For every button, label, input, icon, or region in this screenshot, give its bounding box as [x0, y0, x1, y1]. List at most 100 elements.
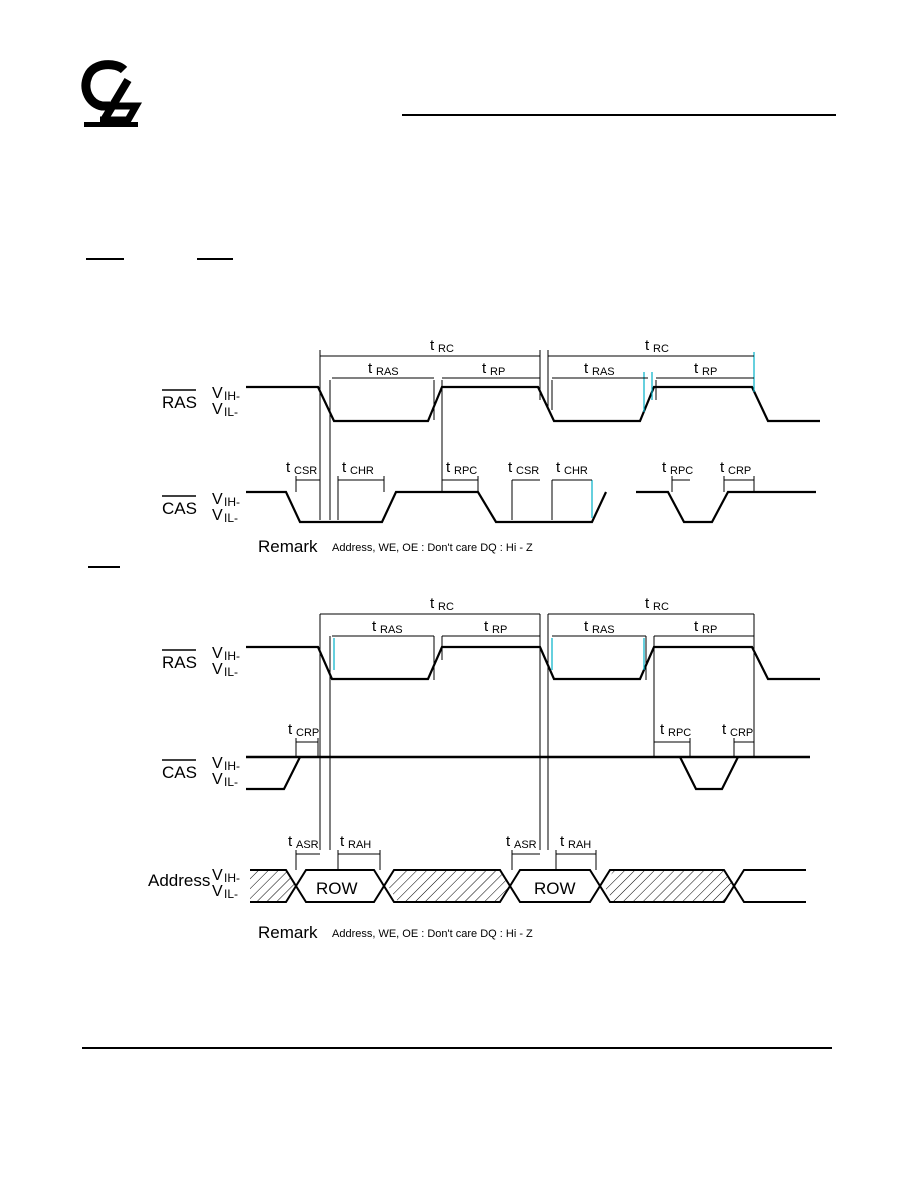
tasr-label: ASR — [296, 839, 319, 851]
tcsr-label: CSR — [516, 465, 539, 477]
trp-label: RP — [492, 624, 507, 636]
address-hatch — [250, 870, 296, 902]
remark-text: Address, WE, OE : Don't care DQ : Hi - Z — [332, 928, 533, 940]
tchr-label: CHR — [350, 465, 374, 477]
vih-label: V — [212, 491, 223, 508]
t-label: t — [660, 721, 665, 738]
t-label: t — [482, 360, 487, 377]
t-label: t — [662, 459, 667, 476]
tcrp-label: CRP — [728, 465, 751, 477]
remark-text: Address, WE, OE : Don't care DQ : Hi - Z — [332, 542, 533, 554]
trc-label: RC — [438, 343, 454, 355]
tchr-label: CHR — [564, 465, 588, 477]
tcrp-label: CRP — [730, 727, 753, 739]
overline-mark — [88, 566, 120, 568]
vih-sub-label: IH- — [224, 649, 240, 663]
t-label: t — [720, 459, 725, 476]
t-label: t — [446, 459, 451, 476]
vih-sub-label: IH- — [224, 495, 240, 509]
t-label: t — [288, 833, 293, 850]
vil-sub-label: IL- — [224, 775, 238, 789]
t-label: t — [340, 833, 345, 850]
vil-label: V — [212, 771, 223, 788]
t-label: t — [645, 337, 650, 354]
address-bus — [250, 869, 806, 903]
cas-waveform — [636, 490, 816, 524]
t-label: t — [342, 459, 347, 476]
vih-sub-label: IH- — [224, 759, 240, 773]
vih-label: V — [212, 385, 223, 402]
diagram-1 — [246, 350, 820, 524]
trpc-label: RPC — [668, 727, 691, 739]
vil-label: V — [212, 507, 223, 524]
t-label: t — [506, 833, 511, 850]
vih-label: V — [212, 755, 223, 772]
trp-label: RP — [702, 624, 717, 636]
cas-signal-label: CAS — [162, 763, 197, 782]
trah-label: RAH — [568, 839, 591, 851]
tras-label: RAS — [592, 366, 615, 378]
cas-waveform — [246, 756, 301, 791]
cg-logo-icon — [81, 60, 142, 127]
diagram-1-labels: RAS CAS V IH- V IL- V IH- V IL- t RC t R… — [162, 337, 751, 556]
trc-label: RC — [438, 601, 454, 613]
vil-sub-label: IL- — [224, 665, 238, 679]
tasr-label: ASR — [514, 839, 537, 851]
row-address-label: ROW — [534, 879, 576, 898]
t-label: t — [584, 618, 589, 635]
t-label: t — [484, 618, 489, 635]
tras-label: RAS — [592, 624, 615, 636]
cas-signal-label: CAS — [162, 499, 197, 518]
vih-sub-label: IH- — [224, 389, 240, 403]
row-address-label: ROW — [316, 879, 358, 898]
remark-label: Remark — [258, 537, 318, 556]
vih-sub-label: IH- — [224, 871, 240, 885]
trp-label: RP — [490, 366, 505, 378]
overline-mark — [197, 258, 233, 260]
tcsr-label: CSR — [294, 465, 317, 477]
address-signal-label: Address — [148, 871, 210, 890]
trp-label: RP — [702, 366, 717, 378]
trc-label: RC — [653, 343, 669, 355]
t-label: t — [430, 337, 435, 354]
t-label: t — [288, 721, 293, 738]
t-label: t — [694, 360, 699, 377]
vil-label: V — [212, 883, 223, 900]
address-hatch — [604, 870, 736, 902]
t-label: t — [372, 618, 377, 635]
vih-label: V — [212, 645, 223, 662]
cas-waveform — [679, 756, 739, 791]
tcrp-label: CRP — [296, 727, 319, 739]
cas-waveform — [246, 490, 607, 524]
header-rule — [402, 114, 836, 116]
t-label: t — [286, 459, 291, 476]
ras-waveform — [246, 385, 820, 423]
address-hatch — [388, 870, 512, 902]
t-label: t — [368, 360, 373, 377]
vil-label: V — [212, 401, 223, 418]
footer-rule — [82, 1047, 832, 1049]
vih-label: V — [212, 867, 223, 884]
t-label: t — [430, 595, 435, 612]
diagram-2 — [246, 613, 820, 903]
t-label: t — [556, 459, 561, 476]
t-label: t — [560, 833, 565, 850]
overline-mark — [86, 258, 124, 260]
vil-sub-label: IL- — [224, 405, 238, 419]
ras-signal-label: RAS — [162, 393, 197, 412]
trc-label: RC — [653, 601, 669, 613]
t-label: t — [722, 721, 727, 738]
ras-signal-label: RAS — [162, 653, 197, 672]
t-label: t — [645, 595, 650, 612]
trpc-label: RPC — [670, 465, 693, 477]
diagram-2-labels: RAS CAS Address V IH- V IL- V IH- V IL- … — [148, 595, 753, 942]
t-label: t — [508, 459, 513, 476]
vil-label: V — [212, 661, 223, 678]
remark-label: Remark — [258, 923, 318, 942]
trpc-label: RPC — [454, 465, 477, 477]
tras-label: RAS — [380, 624, 403, 636]
tras-label: RAS — [376, 366, 399, 378]
t-label: t — [584, 360, 589, 377]
vil-sub-label: IL- — [224, 887, 238, 901]
